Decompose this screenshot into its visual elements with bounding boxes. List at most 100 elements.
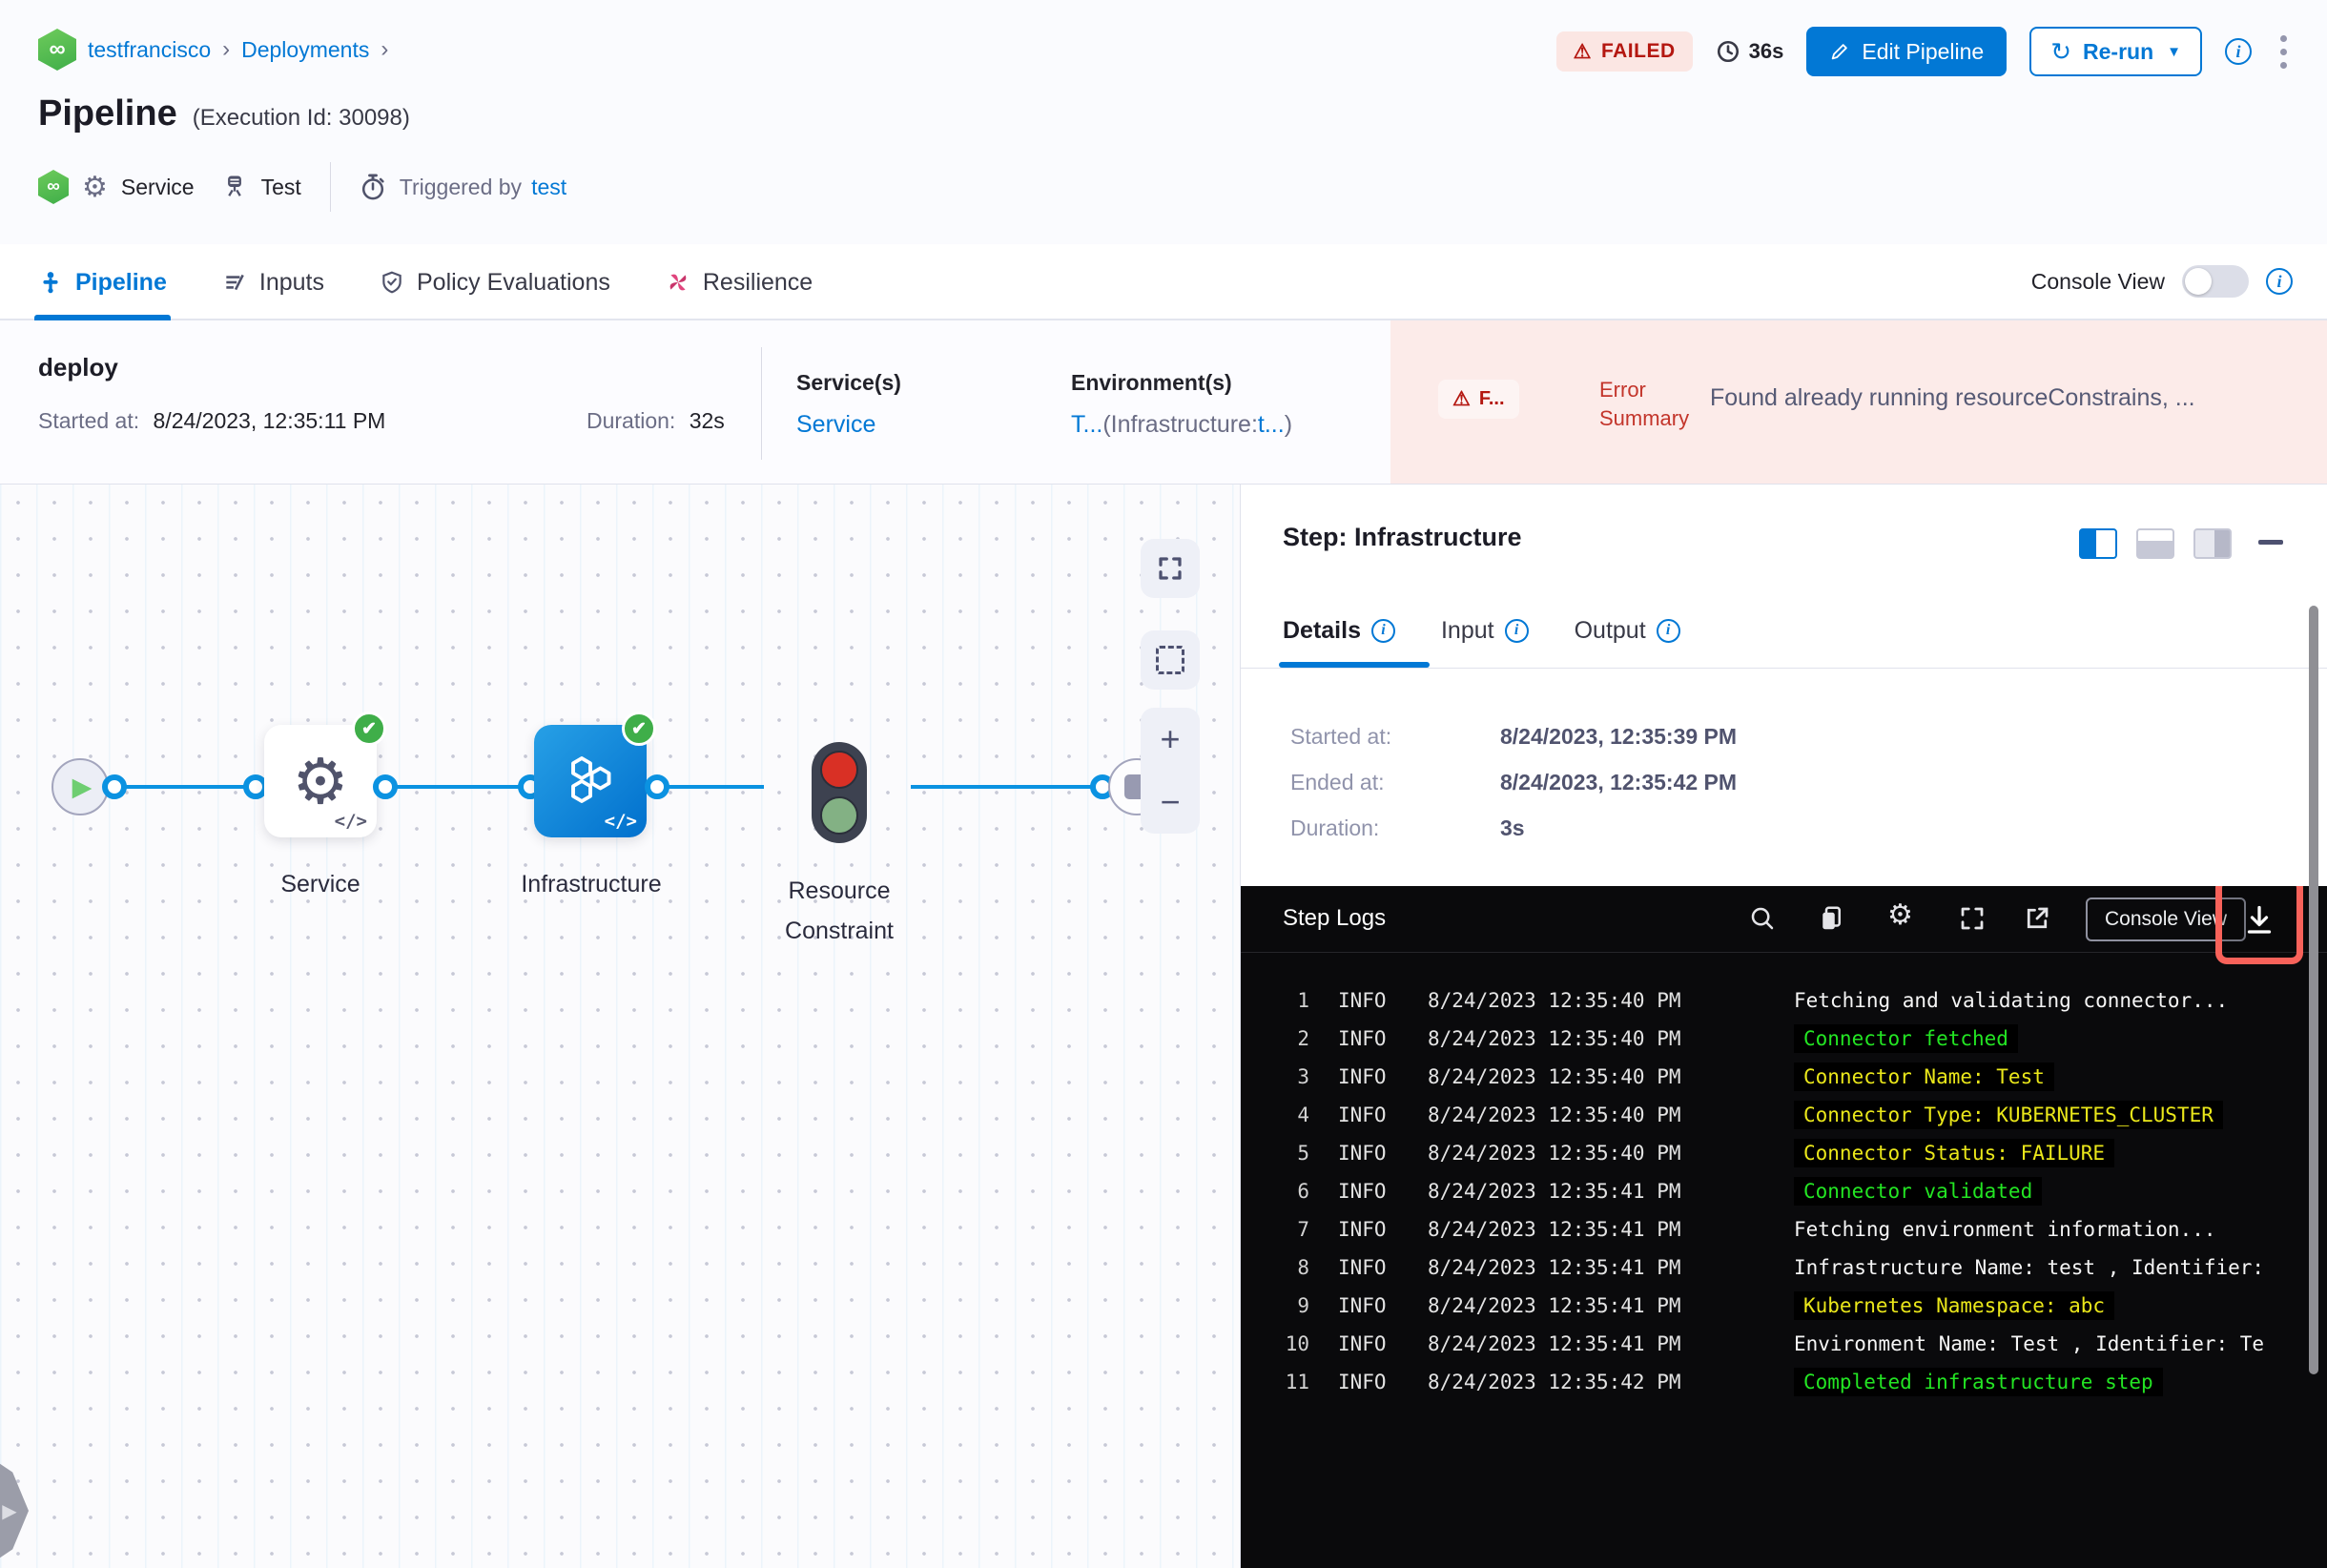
failed-mini-label: F...: [1478, 388, 1505, 409]
log-line: 4 INFO 8/24/2023 12:35:40 PM Connector T…: [1256, 1096, 2327, 1134]
gear-icon: ⚙: [82, 171, 108, 203]
status-badge-label: FAILED: [1600, 40, 1676, 62]
log-level: INFO: [1338, 1027, 1387, 1050]
environment-link[interactable]: T...: [1071, 411, 1103, 438]
pencil-icon: [1832, 44, 1848, 60]
log-timestamp: 8/24/2023 12:35:40 PM: [1428, 1027, 1681, 1050]
info-icon[interactable]: i: [1656, 618, 1680, 643]
scrollbar-thumb[interactable]: [2309, 606, 2318, 1374]
log-level: INFO: [1338, 1218, 1387, 1241]
node-service[interactable]: ⚙ ✔ </>: [264, 712, 386, 837]
app-header: ∞ testfrancisco › Deployments › ⚠ FAILED…: [0, 0, 2327, 244]
download-icon[interactable]: [2242, 903, 2276, 938]
tab-policy-evaluations-label: Policy Evaluations: [416, 268, 610, 296]
log-level: INFO: [1338, 1371, 1387, 1393]
open-in-new-icon[interactable]: [2023, 904, 2051, 933]
log-line-number: 4: [1297, 1104, 1309, 1126]
log-message: Connector validated: [1794, 1177, 2043, 1206]
tab-input-label: Input: [1440, 616, 1494, 644]
zoom-out-button[interactable]: −: [1160, 782, 1181, 821]
tab-resilience-label: Resilience: [702, 268, 813, 296]
info-icon[interactable]: i: [2266, 268, 2293, 295]
breadcrumb-project[interactable]: testfrancisco: [88, 36, 212, 62]
infrastructure-link[interactable]: t...: [1257, 411, 1285, 438]
log-line-number: 9: [1297, 1294, 1309, 1317]
edge-start-service: [114, 785, 256, 789]
detail-value: 3s: [1500, 815, 1525, 840]
tab-policy-evaluations[interactable]: Policy Evaluations: [380, 244, 610, 320]
copy-icon[interactable]: [1817, 904, 1845, 933]
log-timestamp: 8/24/2023 12:35:40 PM: [1428, 1142, 1681, 1165]
node-label-infrastructure: Infrastructure: [521, 871, 662, 897]
info-icon[interactable]: i: [2225, 38, 2252, 65]
info-icon[interactable]: i: [1370, 618, 1395, 643]
pipeline-canvas[interactable]: ▶ ⚙ ✔ </> ✔ </> Service Infrastructur: [0, 485, 1240, 1568]
divider: [1241, 668, 2327, 669]
marquee-select-button[interactable]: [1141, 630, 1200, 690]
info-icon[interactable]: i: [1504, 618, 1529, 643]
delegate-icon: [227, 175, 241, 196]
step-panel-title: Step: Infrastructure: [1283, 523, 1522, 551]
node-resource-constraint[interactable]: [812, 742, 867, 843]
layout-right-view-button[interactable]: [2193, 528, 2232, 559]
layout-bottom-view-button[interactable]: [2136, 528, 2174, 559]
console-view-button[interactable]: Console View: [2086, 897, 2247, 941]
started-at-value: 8/24/2023, 12:35:11 PM: [153, 408, 386, 433]
expand-left-panel-handle[interactable]: ▶: [0, 1457, 29, 1564]
breadcrumb-deployments[interactable]: Deployments: [241, 36, 370, 62]
tab-resilience[interactable]: Resilience: [666, 244, 813, 320]
download-logs-highlight[interactable]: [2215, 886, 2303, 964]
tab-input[interactable]: Input i: [1441, 617, 1529, 645]
page-title: Pipeline: [38, 93, 177, 134]
console-view-toggle[interactable]: [2182, 265, 2249, 298]
tab-details[interactable]: Details i: [1283, 617, 1395, 645]
marquee-icon: [1156, 646, 1184, 674]
layout-split-view-button[interactable]: [2079, 528, 2117, 559]
chevron-right-icon: ›: [222, 36, 231, 62]
log-settings-icon[interactable]: ⚙: [1887, 899, 1913, 931]
rerun-label: Re-run: [2083, 38, 2154, 64]
log-level: INFO: [1338, 989, 1387, 1012]
triggered-by-value[interactable]: test: [531, 174, 567, 199]
start-node[interactable]: ▶: [51, 758, 109, 815]
log-line-number: 7: [1297, 1218, 1309, 1241]
node-infrastructure[interactable]: ✔ </>: [534, 712, 656, 837]
more-options-menu[interactable]: [2275, 31, 2293, 72]
rerun-button[interactable]: ↻ Re-run ▼: [2029, 27, 2202, 76]
success-check-icon: ✔: [352, 712, 386, 746]
divider: [761, 347, 762, 460]
duration: Duration: 32s: [587, 408, 725, 434]
title-row: Pipeline (Execution Id: 30098): [38, 93, 410, 134]
active-tab-underline: [1279, 662, 1430, 668]
resilience-icon: [669, 274, 687, 291]
edit-pipeline-button[interactable]: Edit Pipeline: [1806, 27, 2008, 76]
console-view-control: Console View i: [2031, 244, 2293, 319]
fullscreen-button[interactable]: [1141, 539, 1200, 598]
log-line-number: 1: [1297, 989, 1309, 1012]
test-name[interactable]: Test: [260, 174, 301, 199]
port: [645, 774, 669, 799]
detail-value: 8/24/2023, 12:35:42 PM: [1500, 769, 1738, 794]
log-line: 2 INFO 8/24/2023 12:35:40 PM Connector f…: [1256, 1020, 2327, 1058]
step-details-panel: Step: Infrastructure Details i Input i O…: [1240, 485, 2327, 1568]
warning-icon: ⚠: [1573, 40, 1592, 63]
search-icon[interactable]: [1748, 904, 1777, 933]
minimize-panel-button[interactable]: [2258, 540, 2283, 545]
code-icon: </>: [334, 811, 367, 832]
fullscreen-icon[interactable]: [1958, 904, 1987, 933]
status-badge: ⚠ FAILED: [1555, 31, 1693, 72]
edge-infra-constraint: [657, 785, 764, 789]
log-line: 5 INFO 8/24/2023 12:35:40 PM Connector S…: [1256, 1134, 2327, 1172]
zoom-in-button[interactable]: +: [1160, 719, 1181, 758]
service-name[interactable]: Service: [120, 174, 195, 199]
step-detail-rows: Started at: 8/24/2023, 12:35:39 PM Ended…: [1290, 713, 1737, 851]
services-value[interactable]: Service: [796, 411, 876, 438]
started-at-label: Started at:: [38, 408, 140, 433]
pipeline-icon: [43, 272, 58, 294]
tab-pipeline[interactable]: Pipeline: [34, 244, 171, 320]
tab-inputs[interactable]: Inputs: [222, 244, 324, 320]
environments-value[interactable]: T...(Infrastructure:t...): [1071, 411, 1292, 439]
step-logs-header: Step Logs ⚙ Console View: [1241, 886, 2327, 964]
log-line: 10 INFO 8/24/2023 12:35:41 PM Environmen…: [1256, 1325, 2327, 1363]
tab-output[interactable]: Output i: [1575, 617, 1680, 645]
